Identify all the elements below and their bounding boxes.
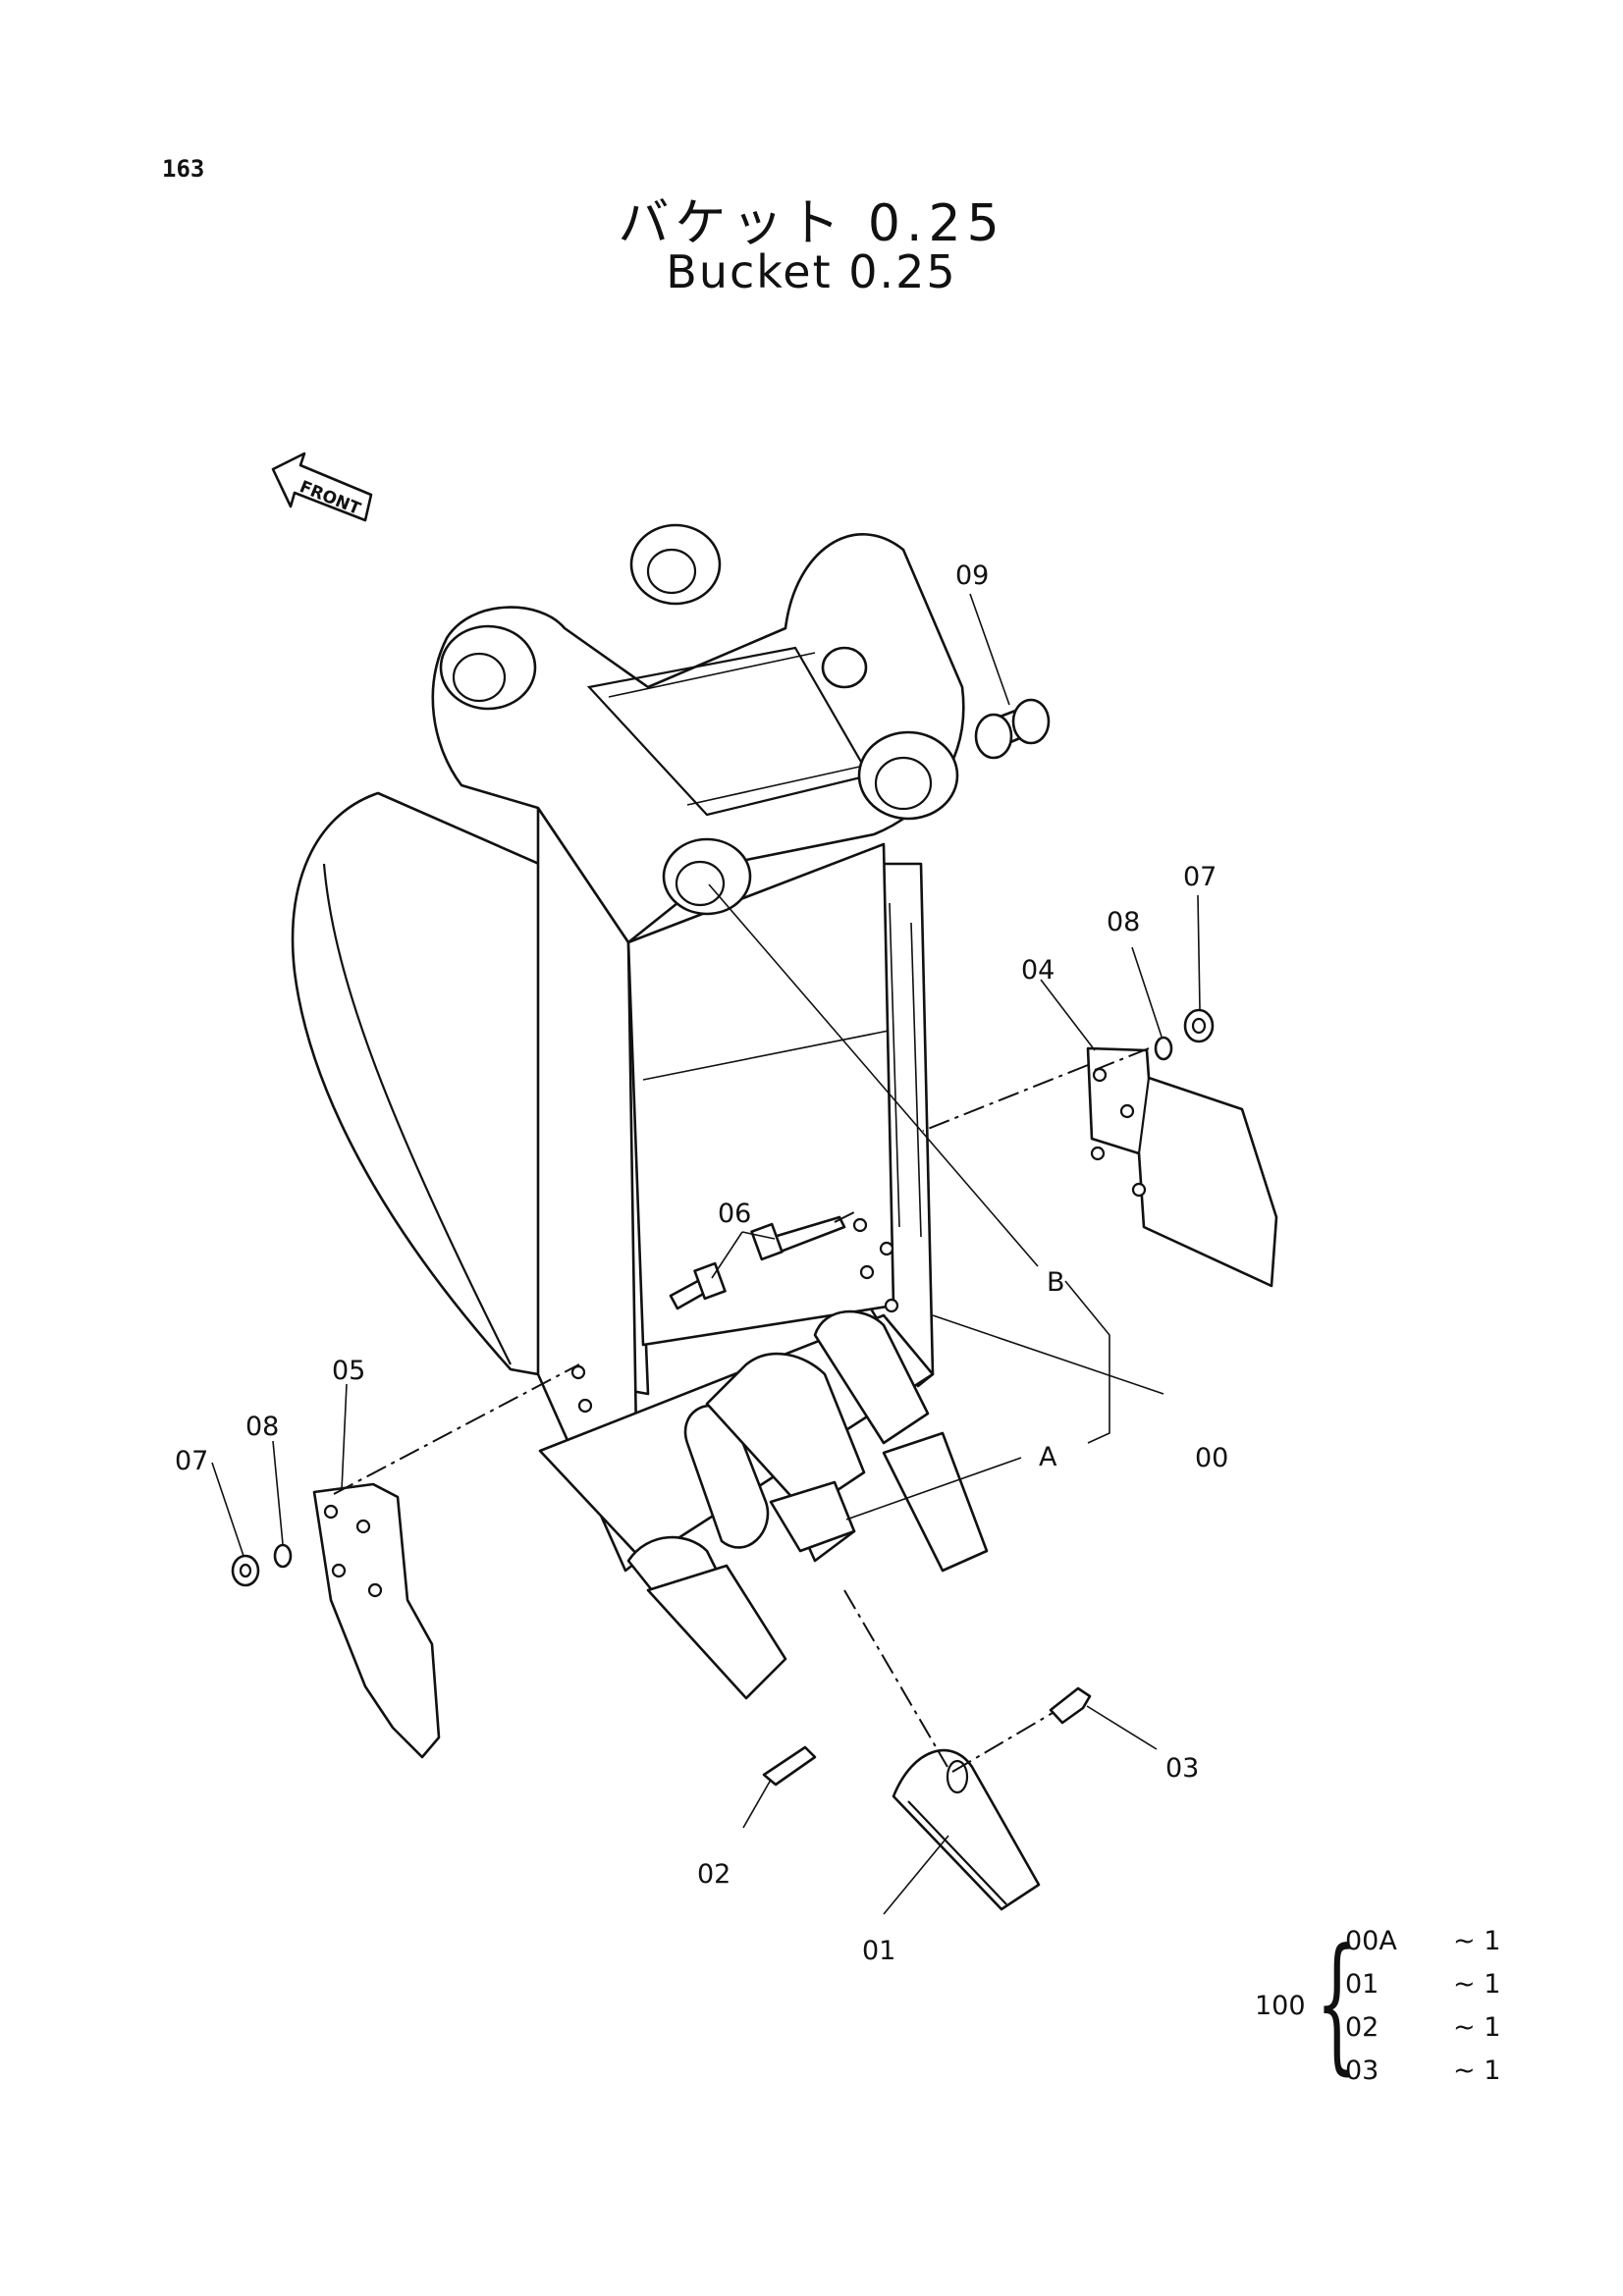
kit-row-qty: ~ 1 <box>1453 2012 1501 2043</box>
page-title-english: Bucket 0.25 <box>666 245 957 298</box>
lockwasher-part-08-right <box>1154 1036 1173 1061</box>
kit-row-code: 02 <box>1345 2012 1380 2043</box>
callout-06: 06 <box>718 1199 751 1229</box>
leader-lines <box>211 593 1201 1915</box>
callout-05: 05 <box>332 1356 365 1386</box>
bushing-part-09 <box>974 698 1051 760</box>
kit-row-code: 00A <box>1345 1926 1397 1956</box>
callout-ref-a: A <box>1039 1442 1057 1472</box>
tooth-points-installed <box>646 1431 989 1700</box>
bolt-part-06-upper <box>750 1215 846 1261</box>
callout-00: 00 <box>1195 1443 1228 1473</box>
nut-part-07-left <box>231 1554 260 1587</box>
callout-ref-b: B <box>1047 1267 1065 1298</box>
callout-02: 02 <box>697 1859 730 1890</box>
page-title-japanese: バケット 0.25 <box>618 194 1005 253</box>
side-cutter-part-05 <box>312 1482 441 1759</box>
pin-boss-right <box>857 730 959 821</box>
kit-assembly-number: 100 <box>1255 1991 1306 2021</box>
bolt-part-06-lower <box>669 1261 727 1310</box>
front-direction-arrow: FRONT <box>271 452 373 522</box>
callout-08-left: 08 <box>245 1412 279 1442</box>
side-cutter-part-04 <box>1086 1046 1278 1288</box>
kit-row-code: 03 <box>1345 2056 1380 2086</box>
callout-07-right: 07 <box>1183 862 1217 892</box>
lock-pin-part-02 <box>762 1745 817 1787</box>
callout-09: 09 <box>955 561 989 591</box>
assembly-lines <box>333 1047 1150 1773</box>
callout-07-left: 07 <box>175 1446 208 1476</box>
tooth-point-part-01 <box>892 1749 1041 1911</box>
bucket-body <box>291 523 965 1573</box>
nut-part-07-right <box>1183 1008 1215 1043</box>
kit-row-qty: ~ 1 <box>1453 2056 1501 2086</box>
kit-row-qty: ~ 1 <box>1453 1969 1501 2000</box>
pin-boss-lower <box>662 837 752 916</box>
pin-rubber-part-03 <box>1049 1686 1092 1725</box>
callout-08-right: 08 <box>1107 907 1140 937</box>
callout-03: 03 <box>1165 1753 1199 1784</box>
kit-row-qty: ~ 1 <box>1453 1926 1501 1956</box>
callout-labels: 00 01 02 03 04 05 06 07 07 08 08 09 A B <box>175 561 1228 1966</box>
pin-boss-upper-left <box>439 624 537 711</box>
pin-boss-top <box>629 523 722 606</box>
kit-row-code: 01 <box>1345 1969 1380 2000</box>
page-number: 163 <box>162 155 205 183</box>
lockwasher-part-08-left <box>273 1543 293 1569</box>
callout-01: 01 <box>862 1936 895 1966</box>
callout-04: 04 <box>1021 955 1055 986</box>
kit-brace: { <box>1316 1918 1358 2089</box>
